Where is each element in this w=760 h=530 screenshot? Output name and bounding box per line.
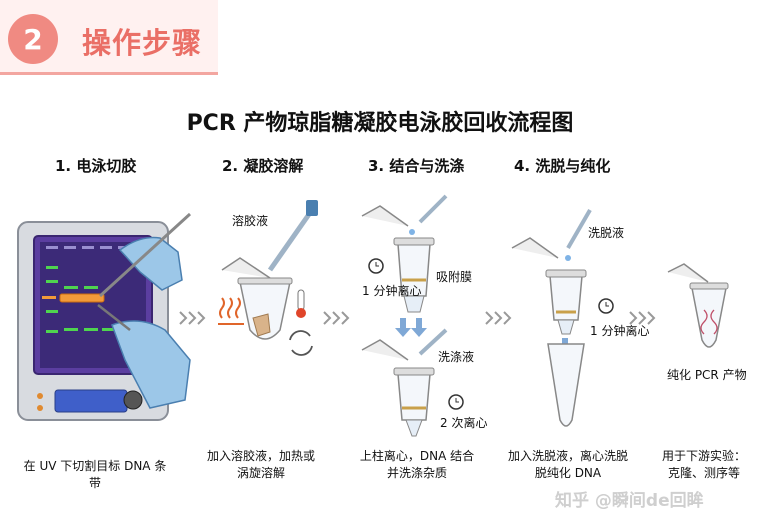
dissolving-tube: [221, 200, 318, 340]
step-4-caption-line1: 加入洗脱液，离心洗脱: [507, 449, 628, 463]
final-caption-line2: 克隆、测序等: [667, 466, 740, 480]
step-4-caption: 加入洗脱液，离心洗脱 脱纯化 DNA: [500, 448, 636, 482]
gloved-hands: [97, 212, 192, 409]
step-4-caption-line2: 脱纯化 DNA: [534, 466, 602, 480]
spin-column-washing: [361, 328, 448, 437]
uv-transilluminator: [17, 221, 169, 421]
step-2-caption: 加入溶胶液，加热或 涡旋溶解: [196, 448, 326, 482]
vortex-icon: [289, 330, 313, 356]
final-caption: 用于下游实验： 克隆、测序等: [654, 448, 754, 482]
section-underline: [0, 72, 218, 75]
step-1-caption: 在 UV 下切割目标 DNA 条带: [23, 459, 167, 490]
membrane-label: 吸附膜: [436, 270, 473, 284]
step-3-caption: 上柱离心，DNA 结合 并洗涤杂质: [352, 448, 482, 482]
step-1-label: 1. 电泳切胶: [55, 157, 137, 175]
purified-product-tube: [667, 263, 729, 348]
thermometer-icon: [296, 289, 306, 318]
step-3-caption-line1: 上柱离心，DNA 结合: [359, 449, 475, 463]
step-2-caption-line1: 加入溶胶液，加热或: [206, 449, 315, 463]
cut-band: [59, 293, 105, 303]
final-caption-line1: 用于下游实验：: [661, 449, 746, 463]
elution-column: [511, 208, 592, 427]
dna-bands: [46, 266, 114, 333]
elution-spin-label: 1 分钟离心: [590, 324, 650, 338]
down-arrows: [395, 318, 427, 337]
timer-icon-2: [448, 394, 464, 410]
spin-column-binding: [361, 194, 448, 313]
wash-buffer-label: 洗涤液: [438, 350, 475, 364]
spin-1min-label: 1 分钟离心: [362, 284, 422, 298]
flow-arrows: [179, 311, 656, 325]
section-title: 操作步骤: [82, 26, 203, 60]
spin-twice-label: 2 次离心: [440, 416, 488, 430]
elution-buffer-label: 洗脱液: [588, 226, 625, 240]
timer-icon-1: [368, 258, 384, 274]
heat-icon: [218, 297, 244, 325]
step-3-caption-line2: 并洗涤杂质: [386, 466, 447, 480]
step-2-caption-line2: 涡旋溶解: [236, 466, 285, 480]
final-product-label: 纯化 PCR 产物: [667, 368, 747, 382]
step-3-label: 3. 结合与洗涤: [368, 157, 465, 175]
diagram-title: PCR 产物琼脂糖凝胶电泳胶回收流程图: [186, 111, 574, 136]
lysis-buffer-label: 溶胶液: [232, 214, 269, 228]
step-number-badge: 2: [8, 14, 58, 64]
timer-icon-3: [598, 298, 614, 314]
step-4-label: 4. 洗脱与纯化: [514, 157, 611, 175]
step-2-label: 2. 凝胶溶解: [222, 157, 304, 175]
watermark: 知乎 @瞬间de回眸: [555, 491, 704, 511]
